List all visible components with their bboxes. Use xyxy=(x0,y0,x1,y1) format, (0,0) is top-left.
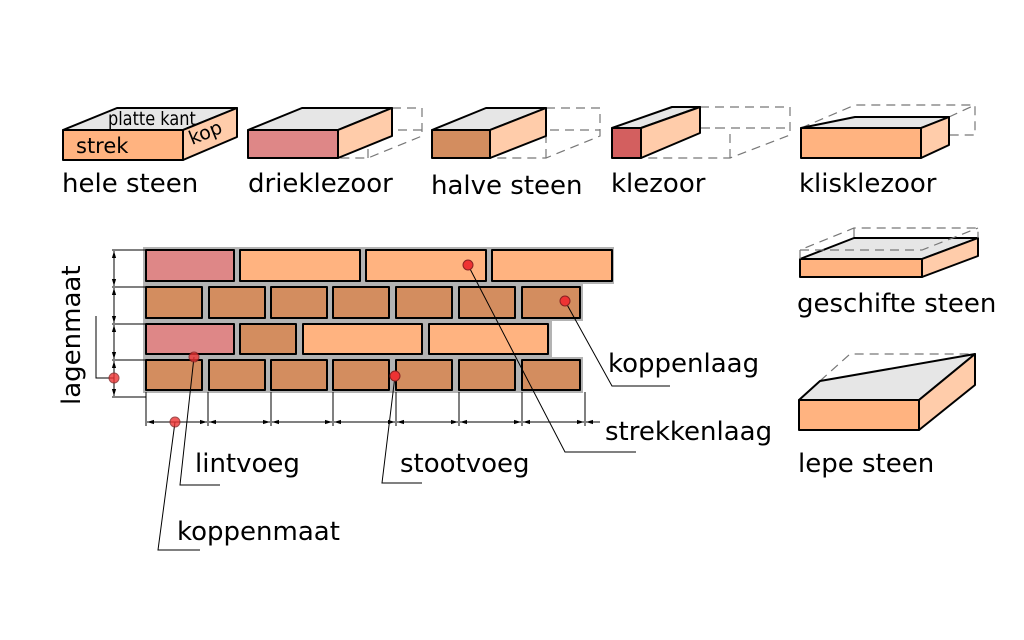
lepe-steen-label: lepe steen xyxy=(798,449,934,479)
marker-dot xyxy=(108,372,120,384)
drieklezoor-figure xyxy=(247,107,423,159)
strekkenlaag-row xyxy=(145,249,613,282)
mortar xyxy=(143,247,614,393)
marker-dot xyxy=(559,295,571,307)
halve-steen-figure xyxy=(431,107,601,159)
marker-dot xyxy=(169,416,181,428)
lepe-steen-figure xyxy=(798,353,976,431)
koppenmaat-dimension xyxy=(145,392,600,426)
koppenlaag-row xyxy=(145,359,581,391)
stootvoeg-label: stootvoeg xyxy=(400,449,530,479)
klisklezoor-label: klisklezoor xyxy=(799,169,937,199)
marker-dot xyxy=(389,370,401,382)
marker-dot xyxy=(188,351,200,363)
brick-wall xyxy=(143,247,614,393)
marker-dots xyxy=(108,259,571,428)
klisklezoor-figure xyxy=(800,104,976,159)
koppenlaag-row xyxy=(145,286,581,319)
klezoor-label: klezoor xyxy=(611,169,706,199)
hele-steen-figure: platte kant strek kop xyxy=(62,107,238,161)
lagenmaat-label: lagenmaat xyxy=(57,265,87,405)
lagenmaat-dimension xyxy=(95,249,146,398)
geschifte-steen-label: geschifte steen xyxy=(797,289,996,319)
platte-kant-label: platte kant xyxy=(108,109,196,131)
strekkenlaag-row xyxy=(145,323,549,355)
hele-steen-label: hele steen xyxy=(62,169,198,199)
geschifte-steen-figure xyxy=(799,227,979,278)
strekkenlaag-label: strekkenlaag xyxy=(605,417,772,447)
strek-label: strek xyxy=(76,134,129,158)
klezoor-figure xyxy=(611,106,791,159)
koppenmaat-label: koppenmaat xyxy=(177,517,340,547)
marker-dot xyxy=(462,259,474,271)
koppenlaag-label: koppenlaag xyxy=(608,349,759,379)
drieklezoor-label: drieklezoor xyxy=(248,169,393,199)
halve-steen-label: halve steen xyxy=(431,171,583,201)
leader-lines xyxy=(157,264,670,551)
lintvoeg-label: lintvoeg xyxy=(195,449,300,479)
